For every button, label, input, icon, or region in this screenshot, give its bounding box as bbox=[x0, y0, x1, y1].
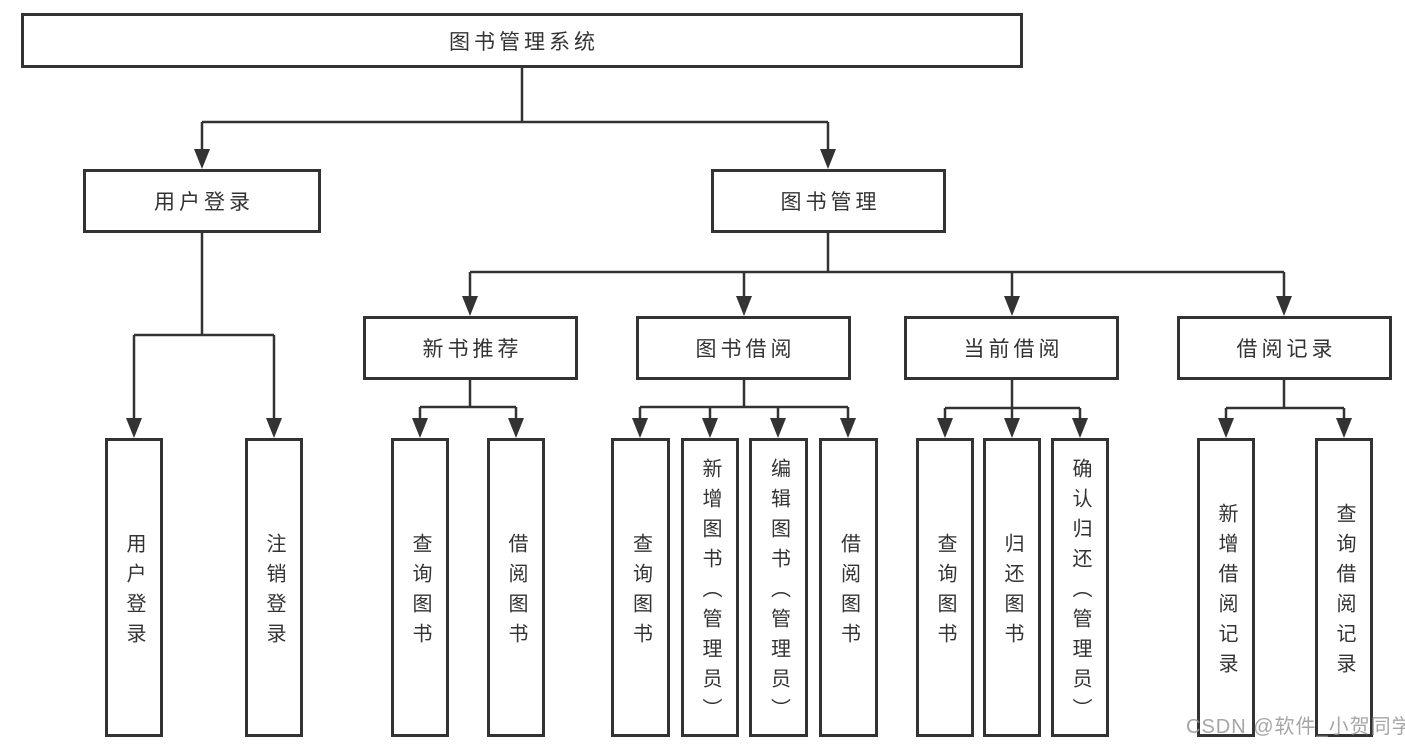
leaf-edit-book-admin: 编辑图书（管理员） bbox=[749, 438, 808, 737]
leaf-user-login: 用户登录 bbox=[105, 438, 163, 737]
node-borrowing-records: 借阅记录 bbox=[1177, 316, 1392, 380]
node-label: 图书管理系统 bbox=[449, 30, 599, 54]
leaf-label: 归还图书 bbox=[1001, 532, 1023, 653]
node-label: 图书借阅 bbox=[695, 338, 796, 361]
leaf-label: 查询图书 bbox=[409, 532, 431, 653]
node-current-borrowing: 当前借阅 bbox=[904, 316, 1119, 380]
leaf-label: 查询图书 bbox=[934, 532, 956, 653]
leaf-label: 编辑图书（管理员） bbox=[767, 457, 790, 728]
leaf-label: 用户登录 bbox=[123, 532, 145, 653]
leaf-query-books-current: 查询图书 bbox=[916, 438, 974, 737]
csdn-watermark: CSDN @软件_小贺同学 bbox=[1186, 716, 1405, 738]
leaf-logout: 注销登录 bbox=[245, 438, 303, 737]
node-label: 用户登录 bbox=[154, 191, 254, 214]
node-book-borrowing: 图书借阅 bbox=[636, 316, 851, 380]
leaf-label: 确认归还（管理员） bbox=[1069, 457, 1091, 728]
leaf-borrow-books: 借阅图书 bbox=[819, 438, 878, 737]
leaf-query-books-borrow: 查询图书 bbox=[611, 438, 670, 737]
leaf-confirm-return-admin: 确认归还（管理员） bbox=[1051, 438, 1109, 737]
leaf-label: 查询借阅记录 bbox=[1333, 502, 1355, 683]
leaf-label: 借阅图书 bbox=[837, 532, 860, 653]
node-label: 图书管理 bbox=[780, 191, 881, 214]
node-library-management-system: 图书管理系统 bbox=[21, 13, 1023, 68]
leaf-return-books: 归还图书 bbox=[983, 438, 1041, 737]
node-book-management: 图书管理 bbox=[711, 169, 946, 233]
node-label: 当前借阅 bbox=[963, 338, 1064, 361]
leaf-label: 查询图书 bbox=[629, 532, 652, 653]
node-label: 借阅记录 bbox=[1236, 338, 1337, 361]
leaf-add-book-admin: 新增图书（管理员） bbox=[681, 438, 739, 737]
leaf-query-books-recommend: 查询图书 bbox=[391, 438, 449, 737]
node-user-login: 用户登录 bbox=[83, 169, 321, 233]
node-new-book-recommendation: 新书推荐 bbox=[363, 316, 578, 380]
leaf-add-borrow-record: 新增借阅记录 bbox=[1197, 438, 1255, 737]
leaf-query-borrow-record: 查询借阅记录 bbox=[1315, 438, 1373, 737]
leaf-label: 借阅图书 bbox=[505, 532, 527, 653]
leaf-label: 新增图书（管理员） bbox=[699, 457, 721, 728]
leaf-label: 新增借阅记录 bbox=[1215, 502, 1237, 683]
node-label: 新书推荐 bbox=[422, 338, 523, 361]
leaf-label: 注销登录 bbox=[263, 532, 285, 653]
leaf-borrow-books-recommend: 借阅图书 bbox=[487, 438, 545, 737]
